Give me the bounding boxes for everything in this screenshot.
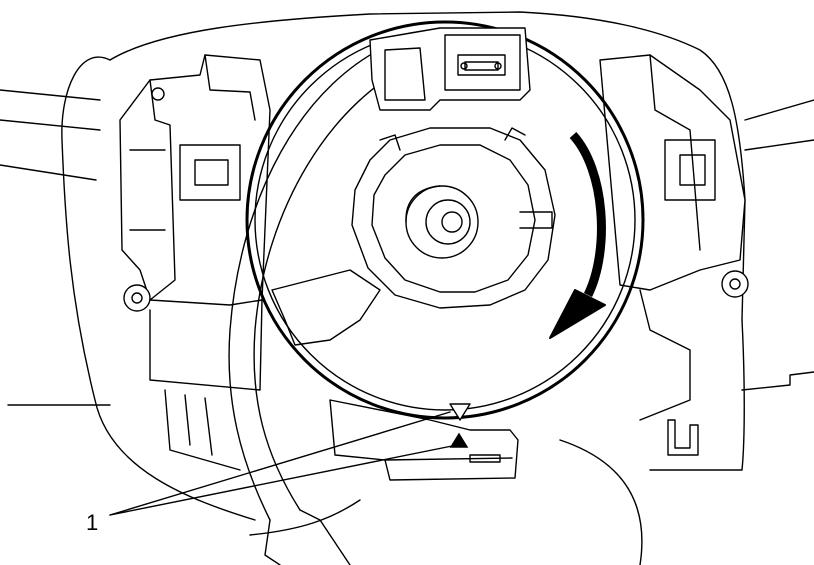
- center-hub: [351, 127, 556, 309]
- alignment-mark-upper: [449, 403, 471, 421]
- clock-spring: [245, 20, 645, 421]
- top-connector: [369, 27, 531, 111]
- alignment-mark-lower: [449, 432, 469, 448]
- wiring-harness: [228, 39, 421, 565]
- callout-label: 1: [86, 510, 98, 535]
- right-combination-switch: [599, 54, 749, 456]
- callout-leader-lines: [109, 411, 453, 516]
- column-housing: [0, 11, 814, 565]
- lower-connector: [329, 399, 519, 481]
- left-combination-switch: [119, 54, 271, 471]
- rotation-direction-arrow: [549, 131, 606, 339]
